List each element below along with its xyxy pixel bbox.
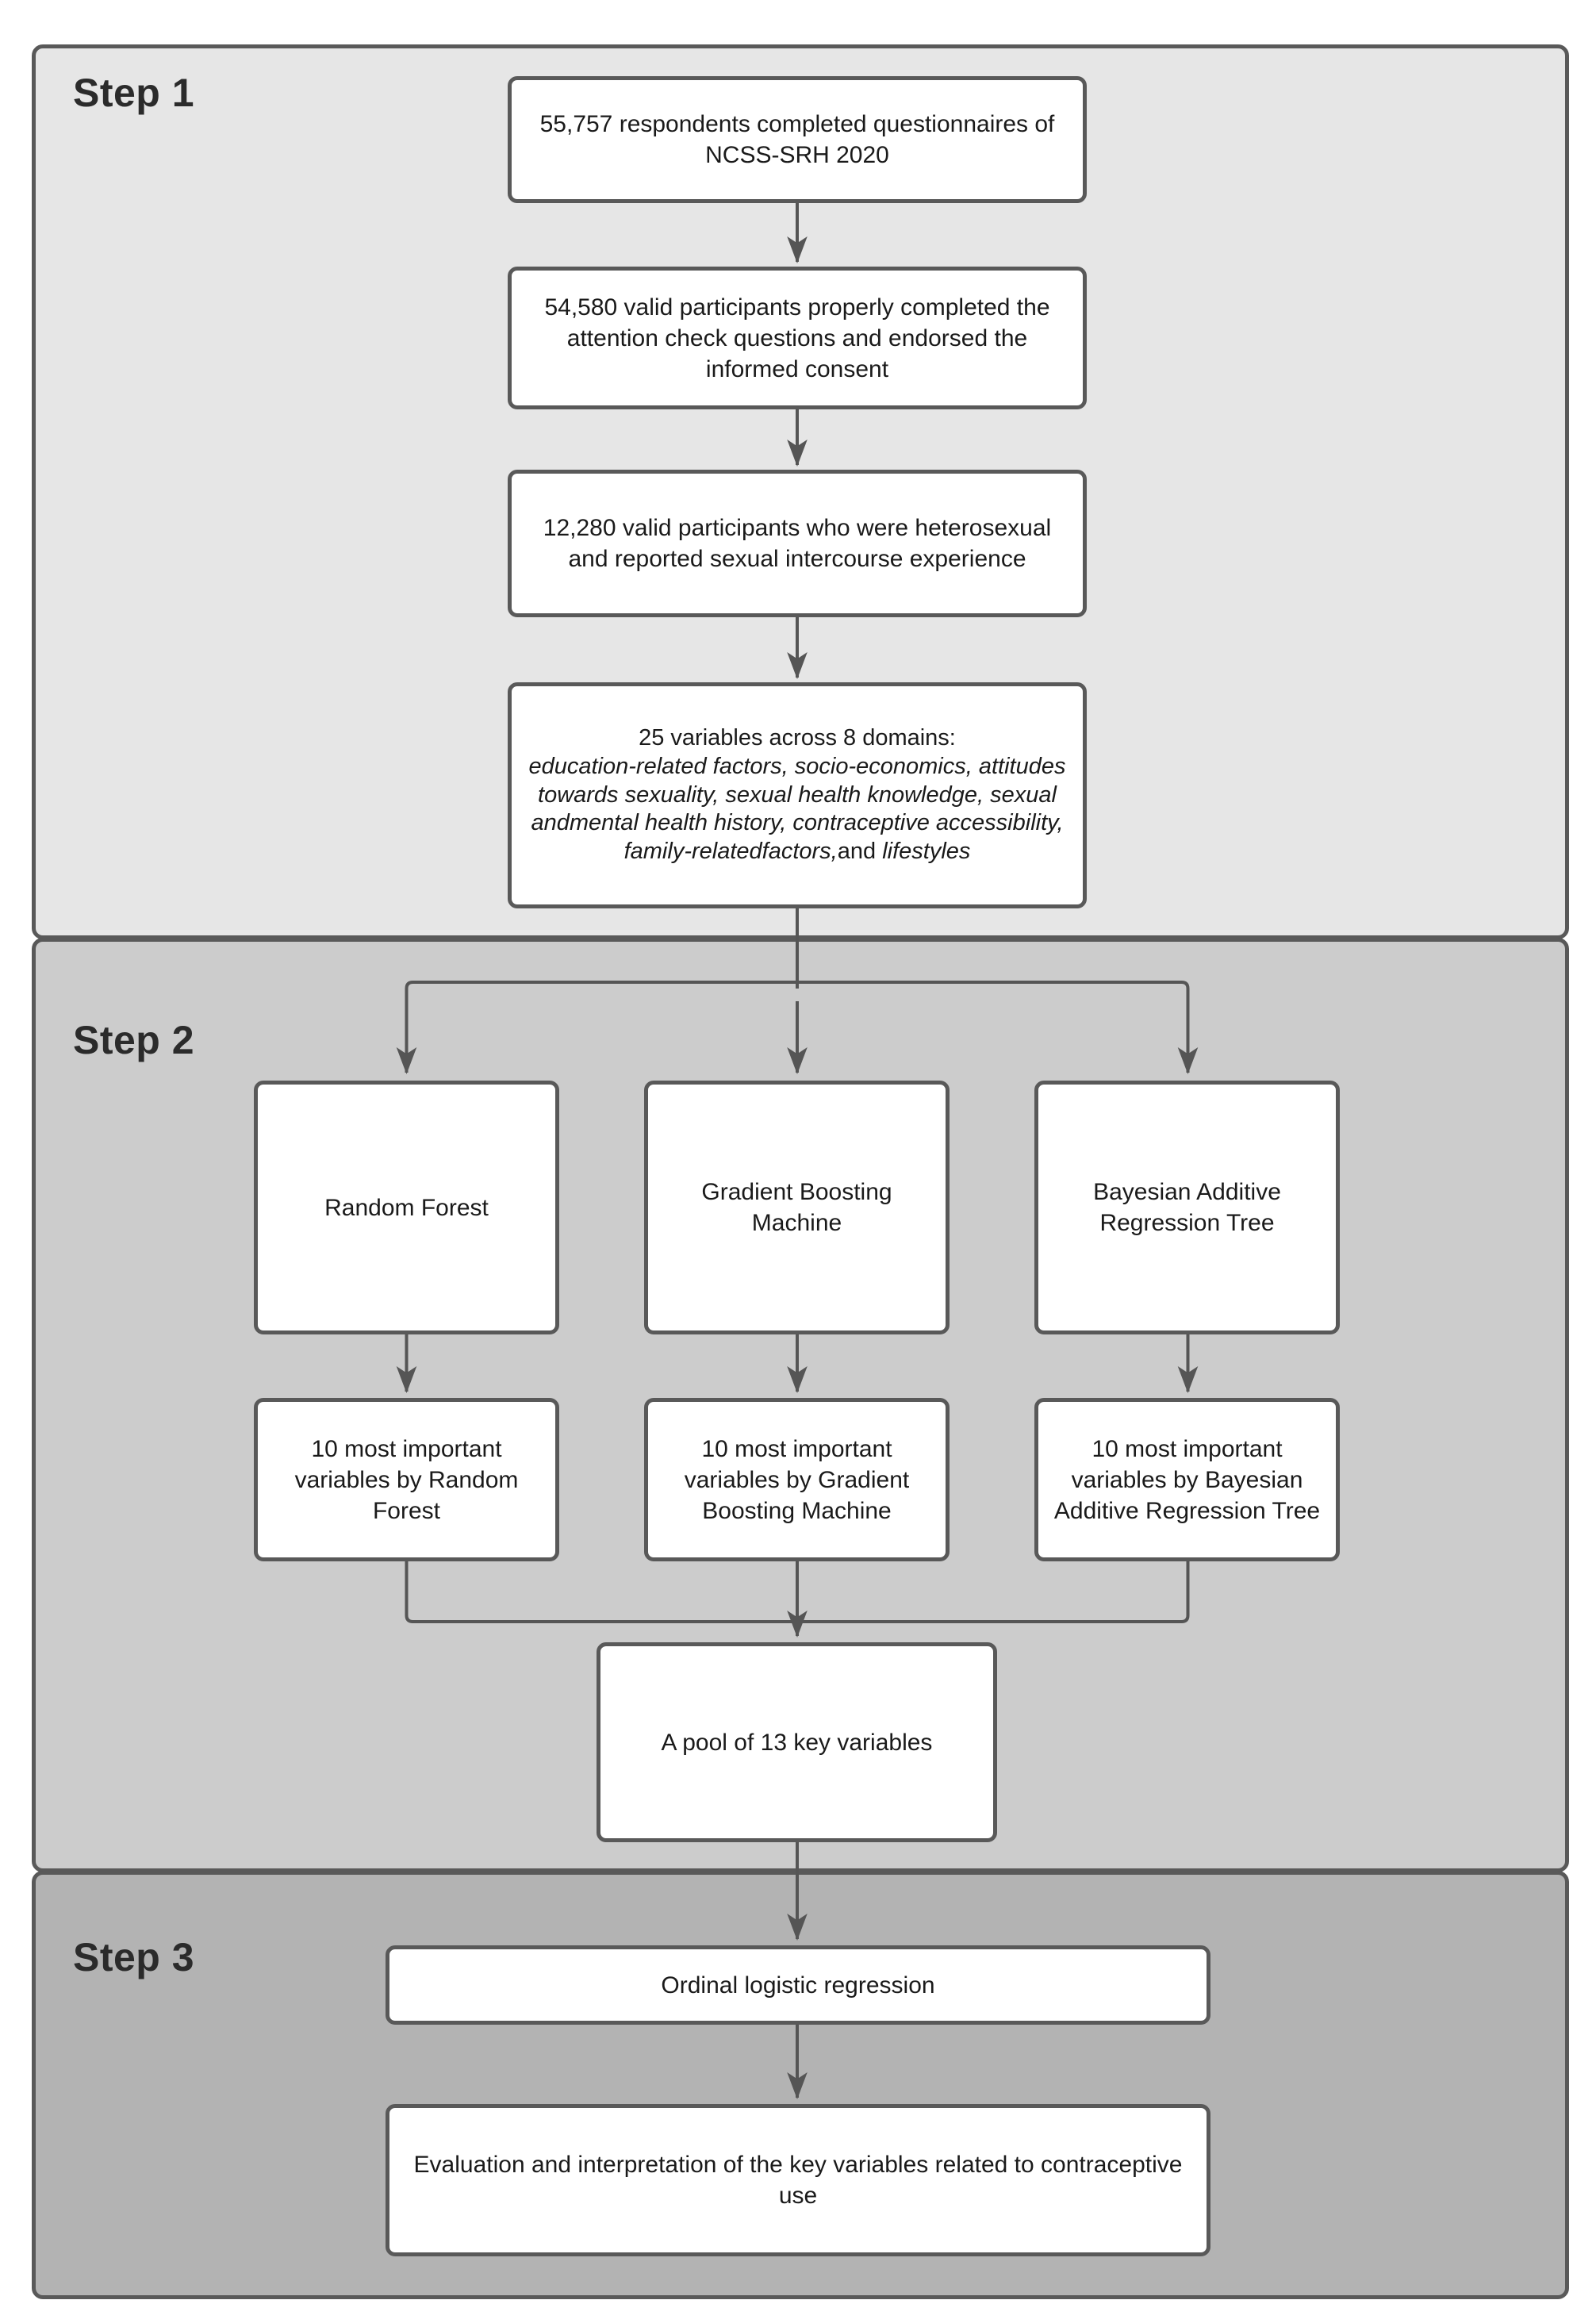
node-ordinal-text: Ordinal logistic regression <box>661 1972 935 1999</box>
node-top10-random-forest-text: 10 most important variables by Random Fo… <box>294 1435 519 1524</box>
node-top10-bart-text: 10 most important variables by Bayesian … <box>1053 1435 1321 1524</box>
node-variables-domain-list: education-related factors, socio-economi… <box>528 753 1066 865</box>
node-top10-bart[interactable]: 10 most important variables by Bayesian … <box>1034 1398 1340 1561</box>
node-variables-tail-factors: factors, <box>762 839 838 865</box>
node-gradient-boosting-text: Gradient Boosting Machine <box>701 1179 892 1236</box>
step-1-label: Step 1 <box>73 71 195 115</box>
step-3-label: Step 3 <box>73 1935 195 1979</box>
node-top10-random-forest[interactable]: 10 most important variables by Random Fo… <box>254 1398 559 1561</box>
node-top10-gradient-boosting[interactable]: 10 most important variables by Gradient … <box>644 1398 950 1561</box>
node-pool-key-variables[interactable]: A pool of 13 key variables <box>597 1642 997 1842</box>
node-variables-tail-lifestyles: lifestyles <box>882 839 971 865</box>
node-valid-participants-consent[interactable]: 54,580 valid participants properly compl… <box>508 267 1087 409</box>
node-random-forest-text: Random Forest <box>324 1194 489 1221</box>
node-variables-text: 25 variables across 8 domains: education… <box>524 724 1070 867</box>
node-evaluation-interpretation[interactable]: Evaluation and interpretation of the key… <box>386 2104 1210 2256</box>
node-top10-gradient-boosting-text: 10 most important variables by Gradient … <box>684 1435 910 1524</box>
step-2-label: Step 2 <box>73 1018 195 1062</box>
node-ordinal-logistic-regression[interactable]: Ordinal logistic regression <box>386 1945 1210 2025</box>
node-respondents-text: 55,757 respondents completed questionnai… <box>539 111 1055 168</box>
node-heterosexual-text: 12,280 valid participants who were heter… <box>543 515 1052 572</box>
node-bart-text: Bayesian Additive Regression Tree <box>1093 1179 1281 1236</box>
node-heterosexual-participants[interactable]: 12,280 valid participants who were heter… <box>508 470 1087 617</box>
node-gradient-boosting-machine[interactable]: Gradient Boosting Machine <box>644 1081 950 1334</box>
node-variables-domains[interactable]: 25 variables across 8 domains: education… <box>508 682 1087 908</box>
node-random-forest[interactable]: Random Forest <box>254 1081 559 1334</box>
node-evaluation-text: Evaluation and interpretation of the key… <box>413 2152 1183 2209</box>
node-valid-participants-text: 54,580 valid participants properly compl… <box>544 294 1050 382</box>
node-variables-tail-and: and <box>837 839 883 865</box>
node-bayesian-additive-regression-tree[interactable]: Bayesian Additive Regression Tree <box>1034 1081 1340 1334</box>
node-variables-heading: 25 variables across 8 domains: <box>639 724 956 751</box>
node-respondents-completed[interactable]: 55,757 respondents completed questionnai… <box>508 76 1087 203</box>
node-pool-text: A pool of 13 key variables <box>661 1729 933 1756</box>
